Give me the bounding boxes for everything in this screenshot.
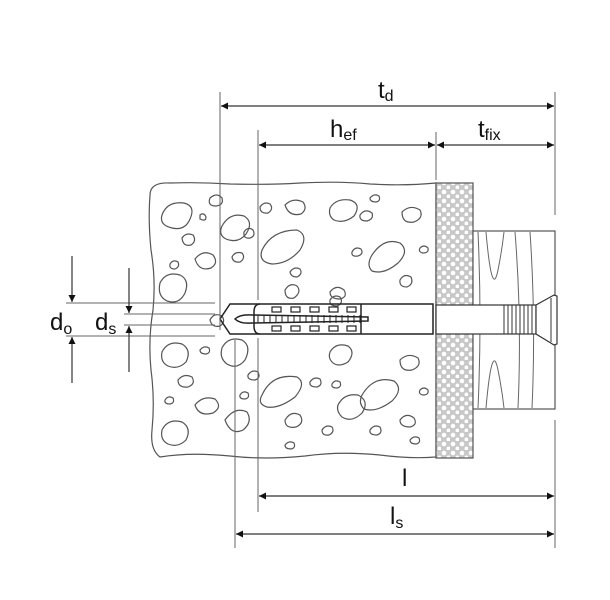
dimension-lines [68, 102, 554, 538]
plastic-anchor-sleeve [219, 303, 434, 335]
screw-thread-in-sleeve [257, 315, 361, 323]
concrete-aggregate-stones [158, 194, 429, 450]
label-l: l [402, 465, 407, 492]
label-do: do [50, 309, 72, 338]
label-td: td [378, 77, 394, 105]
label-hef: hef [330, 116, 357, 144]
label-ds: ds [95, 309, 116, 338]
countersunk-screw [435, 294, 558, 346]
sleeve-teeth [271, 306, 357, 332]
anchor-and-screw [219, 294, 558, 346]
label-ls: ls [390, 503, 403, 532]
label-tfix: tfix [478, 116, 501, 144]
concrete-base [148, 181, 437, 459]
extension-lines [66, 92, 556, 548]
